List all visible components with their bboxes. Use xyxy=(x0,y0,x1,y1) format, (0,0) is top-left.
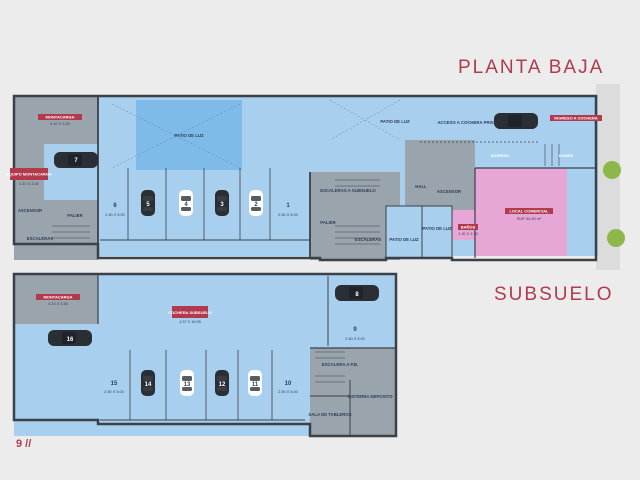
space-10-number: 10 xyxy=(285,381,292,387)
space-12-number: 12 xyxy=(219,382,226,388)
local-label: LOCAL COMERCIAL xyxy=(509,209,549,214)
page-number: 9 // xyxy=(16,438,32,450)
hall-label: HALL xyxy=(415,184,427,189)
escaleras-center-label: ESCALERAS xyxy=(355,237,382,242)
escalera-pb-label: ESCALERA A P.B. xyxy=(322,362,358,367)
space-1-number: 1 xyxy=(286,203,290,209)
space-9-number: 9 xyxy=(353,327,357,333)
ingreso-cochera-label: INGRESO A COCHERA xyxy=(554,116,598,121)
center-core xyxy=(310,172,400,260)
montacarga-label: MONTACARGA xyxy=(45,115,74,120)
space-1-dims: 2.50 X 5.00 xyxy=(278,213,297,217)
space-6-number: 6 xyxy=(113,203,117,209)
subsuelo-walls xyxy=(12,272,398,438)
stairs-ss-icon xyxy=(315,351,345,383)
space-14-number: 14 xyxy=(145,382,152,388)
service-core-ss xyxy=(310,348,396,436)
cochera-subsuelo-dims: 4.37 X 16.95 xyxy=(179,320,201,324)
pb-parking-lines xyxy=(127,168,271,240)
cochera-subsuelo-tag xyxy=(172,306,208,318)
montacarga-ss-tag xyxy=(36,294,80,300)
ascensor-left-label: ASCENSOR xyxy=(18,208,43,213)
space-15-number: 15 xyxy=(111,381,118,387)
escaleras-left-label: ESCALERAS xyxy=(27,236,54,241)
space-11-number: 11 xyxy=(252,382,259,388)
space-15-dims: 2.50 X 5.00 xyxy=(104,390,123,394)
stair-area-left xyxy=(44,200,98,260)
patio-luz-1-label: PATIO DE LUZ xyxy=(174,133,204,138)
space-6-dims: 2.50 X 5.00 xyxy=(105,213,124,217)
patio-luz-4-label: PATIO DE LUZ xyxy=(422,226,452,231)
montacarga-tag xyxy=(38,114,82,120)
equipo-montacarga-dims: 4.10 X 3.30 xyxy=(19,182,38,186)
ingreso-cochera-tag xyxy=(550,115,602,121)
space-3-number: 3 xyxy=(220,202,224,208)
planta-baja-plan: MONTACARGA 4.10 X 3.30 EQUIPO MONTACARGA… xyxy=(6,84,625,270)
car-entrance-icon xyxy=(494,113,538,129)
tree-icon xyxy=(603,161,621,179)
equipo-montacarga-label: EQUIPO MONTACARGA xyxy=(6,172,52,177)
stairs-left-icon xyxy=(52,225,90,245)
montacarga-ss-dims: 4.10 X 3.30 xyxy=(48,302,67,306)
acceso-cochera-label: ACCESO A COCHERA PRIVADA xyxy=(437,120,502,125)
local-tag xyxy=(505,208,553,214)
rampa-label: RAMPA xyxy=(559,153,573,158)
planta-baja-title: PLANTA BAJA xyxy=(458,57,605,78)
cochera-subsuelo-label: COCHERA SUBSUELO xyxy=(168,310,211,315)
space-5-number: 5 xyxy=(146,202,150,208)
montacarga-dims: 4.10 X 3.30 xyxy=(50,122,69,126)
space-8-number: 8 xyxy=(355,292,359,298)
rampa-stripes-icon xyxy=(544,144,560,166)
space-7-number: 7 xyxy=(74,158,78,164)
patio-luz-3-label: PATIO DE LUZ xyxy=(389,237,419,242)
tree-icon xyxy=(607,229,625,247)
banos-tag xyxy=(458,224,478,230)
ascensor-center-label: ASCENSOR xyxy=(437,189,462,194)
subsuelo-plan: MONTACARGA 4.10 X 3.30 COCHERA SUBSUELO … xyxy=(12,272,398,438)
ingreso-label: INGRESO xyxy=(491,153,509,158)
space-13-number: 13 xyxy=(184,382,191,388)
palier-left-label: PALIER xyxy=(67,213,83,218)
equipo-montacarga-tag xyxy=(10,168,48,180)
patio-luz-4 xyxy=(421,205,453,259)
stairs-center-icon xyxy=(335,179,380,245)
space-10-dims: 2.50 X 5.00 xyxy=(278,390,297,394)
patio-luz-2-label: PATIO DE LUZ xyxy=(380,119,410,124)
ss-parking-lines xyxy=(129,350,273,420)
sala-tableros-label: SALA DE TABLEROS xyxy=(308,412,351,417)
space-4-number: 4 xyxy=(184,202,188,208)
palier-center-label: PALIER xyxy=(320,220,336,225)
space-2-number: 2 xyxy=(254,202,258,208)
cisterna-label: CISTERNA DEPOSITO xyxy=(347,394,393,399)
subsuelo-title: SUBSUELO xyxy=(494,284,614,305)
space-9-dims: 2.60 X 5.00 xyxy=(345,337,364,341)
banos-dims: 1.20 X 1.50 xyxy=(458,232,477,236)
space-16-number: 16 xyxy=(67,337,74,343)
montacarga-ss-label: MONTACARGA xyxy=(43,295,72,300)
hall-area xyxy=(405,140,475,210)
escaleras-subsuelo-label: ESCALERAS A SUBSUELO xyxy=(320,188,376,193)
patio-luz-3 xyxy=(385,205,423,259)
local-area: SUP. 64,50 m² xyxy=(517,217,542,221)
left-service-area xyxy=(14,144,44,260)
banos-label: BAÑOS xyxy=(461,225,476,230)
